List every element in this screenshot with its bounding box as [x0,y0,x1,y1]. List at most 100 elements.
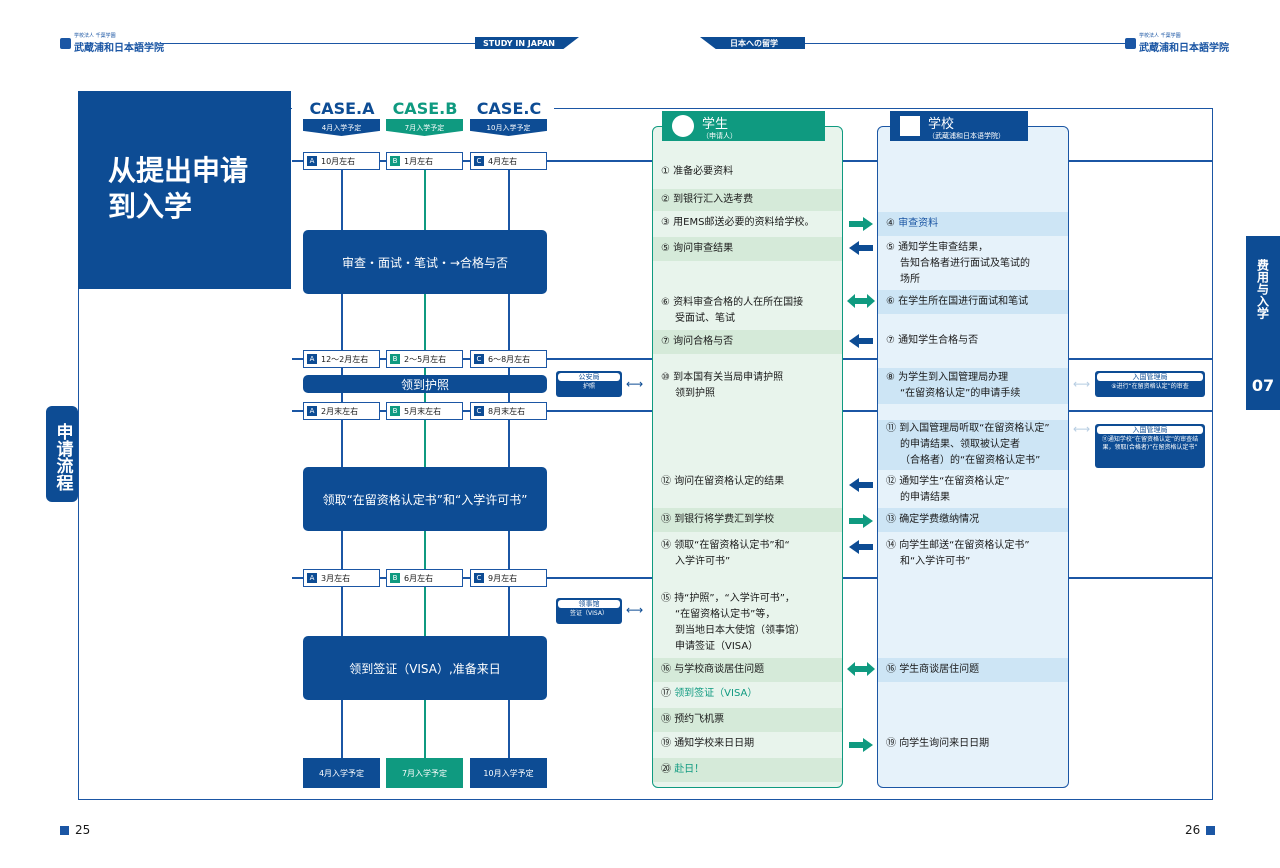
student-step-10: ⑩ 到本国有关当局申请护照领到护照 [653,370,842,402]
school-step-5: ⑤ 通知学生审查结果，告知合格者进行面试及笔试的场所 [878,240,1068,288]
step-text: 学生商谈居住问题 [899,664,980,675]
step-text-2: 和“入学许可书” [900,556,971,567]
step-num: ⑤ [661,243,670,254]
arrow-right-icon [849,217,873,231]
case-a-timeline [341,170,343,760]
logo-name: 武蔵浦和日本語学院 [74,43,164,54]
page-square-icon [1206,825,1216,835]
step-text-3: （合格者）的“在留资格认定书” [900,455,1041,466]
school-logo-left: 学校法人 千葉学園武蔵浦和日本語学院 [60,32,164,54]
double-arrow-icon: ⟷ [1073,377,1091,391]
title-line-1: 从提出申请 [108,154,249,187]
case-b-label: CASE.B [392,99,458,118]
page-number-left: 25 [60,823,90,837]
chapter-tab-text: 费用与入学 [1255,259,1270,319]
student-header: 学生（申请人） [662,111,825,141]
step-text: 通知学生合格与否 [898,335,979,346]
step-num: ⑭ [661,540,671,551]
school-title: 学校 [928,116,955,132]
note-title: 公安局 [558,373,620,381]
step-num: ⑬ [886,514,896,525]
time-text: 2〜5月左右 [404,354,447,364]
student-step-14: ⑭ 领取“在留资格认定书”和“入学许可书” [653,538,842,570]
step-text-2: 受面试、笔试 [675,313,735,324]
note-title: 入国管理局 [1097,373,1203,381]
logo-name: 武蔵浦和日本語学院 [1139,43,1229,54]
step-text: 向学生询问来日日期 [899,738,990,749]
step-num: ⑱ [661,714,671,725]
step-text: 准备必要资料 [673,166,734,177]
time-text: 12〜2月左右 [321,354,369,364]
case-header-gap [292,100,554,116]
case-letter: C [474,406,484,416]
logo-mark-icon [1125,37,1136,49]
page-square-icon [60,825,69,835]
student-step-16: ⑯ 与学校商谈居住问题 [653,658,842,682]
case-a-final: 4月入学予定 [303,758,380,788]
step-text: 赴日！ [674,764,705,775]
step-num: ⑫ [661,476,671,487]
student-step-20: ⑳ 赴日！ [653,758,842,782]
stage-certificate: 领取“在留资格认定书”和“入学许可书” [303,467,547,531]
step-num: ⑲ [886,738,896,749]
student-step-6: ⑥ 资料审查合格的人在所在国接受面试、笔试 [653,295,842,327]
step-text: 到银行将学费汇到学校 [674,514,775,525]
step-text: 确定学费缴纳情况 [899,514,980,525]
school-step-14: ⑭ 向学生邮送“在留资格认定书”和“入学许可书” [878,538,1068,570]
arrow-right-icon [849,738,873,752]
time-text: 2月末左右 [321,406,359,416]
step-num: ⑲ [661,738,671,749]
step-num: ⑫ [886,476,896,487]
step-text-2: 告知合格者进行面试及笔试的 [900,258,1030,269]
time-text: 1月左右 [404,156,434,166]
case-letter: B [390,156,400,166]
note-title: 领事馆 [558,600,620,608]
time-text: 8月末左右 [488,406,526,416]
step-text: 与学校商谈居住问题 [674,664,765,675]
student-step-5: ⑤ 询问审查结果 [653,237,842,261]
arrow-both-icon [847,662,875,676]
student-step-7: ⑦ 询问合格与否 [653,330,842,354]
step-text: 资料审查合格的人在所在国接 [673,297,804,308]
case-c-timeline [508,170,510,760]
step-text: 领取“在留资格认定书”和“ [674,540,790,551]
step-num: ⑧ [886,372,895,383]
content-frame [78,108,1213,800]
case-b-timeline [424,170,426,760]
step-num: ⑥ [661,297,670,308]
step-num: ⑳ [661,764,671,775]
page-title: 从提出申请 到入学 [78,91,291,289]
step-text: 到银行汇入选考费 [673,194,754,205]
case-b-final: 7月入学予定 [386,758,463,788]
step-text: 用EMS邮送必要的资料给学校。 [673,217,815,228]
step-num: ⑮ [661,593,671,604]
school-step-4: ④ 审查资料 [878,212,1068,236]
process-side-label: 申请流程 [46,406,78,502]
step-text-2: 领到护照 [675,388,715,399]
step-text: 询问审查结果 [673,243,734,254]
step-num: ⑥ [886,296,895,307]
step-text: 领到签证（VISA） [674,688,758,699]
note-body: ⑨进行“在留资格认定”的审查 [1111,383,1189,390]
step-text: 通知学校来日日期 [674,738,755,749]
note-body: ⑪通知学校“在留资格认定”的审查结果，领取(合格者)“在留资格认定书” [1101,436,1199,451]
case-letter: C [474,354,484,364]
stage-visa: 领到签证（VISA）,准备来日 [303,636,547,700]
arrow-both-icon [847,294,875,308]
time-text: 6〜8月左右 [488,354,531,364]
arrow-left-icon [849,478,873,492]
double-arrow-icon: ⟷ [626,603,644,617]
student-step-1: ① 准备必要资料 [653,164,842,180]
student-step-3: ③ 用EMS邮送必要的资料给学校。 [653,215,842,231]
step-text: 持“护照”，“入学许可书”， [674,593,795,604]
step-text: 询问合格与否 [673,336,734,347]
student-subtitle: （申请人） [702,131,737,140]
stage-passport: 领到护照 [303,375,547,393]
step-text-2: 的申请结果 [900,492,950,503]
time-text: 10月左右 [321,156,356,166]
banner-japan-study: 日本への留学 [700,37,805,49]
